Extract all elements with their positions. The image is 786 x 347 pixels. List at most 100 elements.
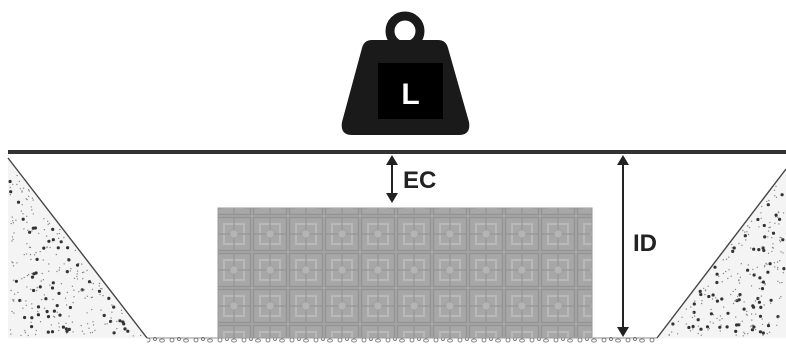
gravel-speck [752,247,756,251]
gravel-speck [761,323,764,326]
gravel-speck [743,301,745,303]
gravel-speck [760,217,762,219]
gravel-speck [685,323,687,325]
gravel-speck [102,313,106,318]
gravel-speck [768,226,770,229]
gravel-speck [13,293,16,295]
gravel-speck [23,254,25,256]
gravel-speck [756,217,760,222]
gravel-speck [732,246,736,250]
gravel-speck [84,297,86,299]
gravel-speck [12,279,15,281]
gravel-speck [63,236,65,239]
gravel-speck [711,293,715,297]
gravel-speck [82,278,84,280]
gravel-speck [29,253,32,256]
gravel-speck [769,221,771,224]
gravel-speck [761,280,766,284]
gravel-speck [16,174,18,177]
gravel-speck [739,295,741,297]
gravel-speck [775,196,778,198]
gravel-speck [750,313,753,315]
gravel-speck [771,237,773,239]
gravel-speck [25,300,27,302]
gravel-speck [25,198,27,200]
gravel-speck [20,334,22,337]
module-outline [217,207,593,339]
gravel-speck [112,305,116,309]
gravel-speck [771,250,773,253]
gravel-speck [90,282,93,284]
gravel-speck [14,279,18,283]
gravel-speck [776,261,779,263]
gravel-speck [692,312,694,314]
gravel-speck [39,250,41,253]
gravel-speck [56,233,58,235]
gravel-speck [49,246,51,249]
gravel-speck [761,205,763,208]
gravel-speck [766,203,770,207]
gravel-speck [121,320,125,324]
gravel-speck [685,308,687,310]
gravel-speck [735,316,737,318]
gravel-speck [9,329,12,331]
gravel-speck [759,305,763,309]
gravel-speck [12,220,14,222]
gravel-speck [774,266,776,268]
load-label: L [401,78,419,111]
gravel-speck [66,246,70,250]
gravel-speck [689,330,692,332]
gravel-speck [116,327,118,330]
gravel-speck [30,258,32,261]
gravel-speck [772,243,774,245]
gravel-speck [774,195,776,197]
ec-arrow-bottom [386,193,398,203]
gravel-speck [27,195,30,197]
gravel-speck [59,228,61,231]
gravel-speck [58,322,60,324]
gravel-speck [746,231,748,233]
ec-label: EC [403,167,436,194]
gravel-speck [110,317,112,319]
gravel-speck [715,297,717,299]
gravel-speck [761,246,763,248]
gravel-speck [46,330,50,334]
gravel-speck [781,281,783,284]
gravel-speck [38,232,40,235]
gravel-speck [768,199,770,202]
gravel-speck [68,315,70,317]
gravel-speck [13,232,15,234]
gravel-speck [99,293,101,296]
gravel-speck [60,283,63,285]
gravel-speck [766,263,768,265]
gravel-speck [723,306,725,308]
gravel-speck [758,314,763,318]
gravel-speck [16,183,18,186]
gravel-speck [98,282,101,285]
gravel-speck [72,301,74,304]
gravel-speck [747,264,749,266]
gravel-speck [750,247,752,249]
gravel-speck [671,322,675,326]
gravel-speck [765,262,767,265]
gravel-speck [126,329,130,333]
gravel-speck [747,233,750,236]
gravel-speck [28,190,30,192]
gravel-speck [47,223,49,226]
gravel-speck [71,285,74,287]
gravel-speck [90,296,93,299]
gravel-speck [87,280,92,284]
gravel-speck [58,313,62,317]
gravel-speck [777,216,779,218]
gravel-speck [52,309,57,313]
gravel-speck [26,198,28,201]
gravel-speck [709,312,714,316]
gravel-speck [26,286,28,288]
gravel-speck [45,309,49,314]
gravel-speck [91,331,94,334]
gravel-speck [20,210,22,212]
gravel-speck [745,239,747,241]
gravel-speck [35,251,37,254]
embedment-cover-dimension: EC [386,155,436,203]
gravel-speck [65,322,67,325]
